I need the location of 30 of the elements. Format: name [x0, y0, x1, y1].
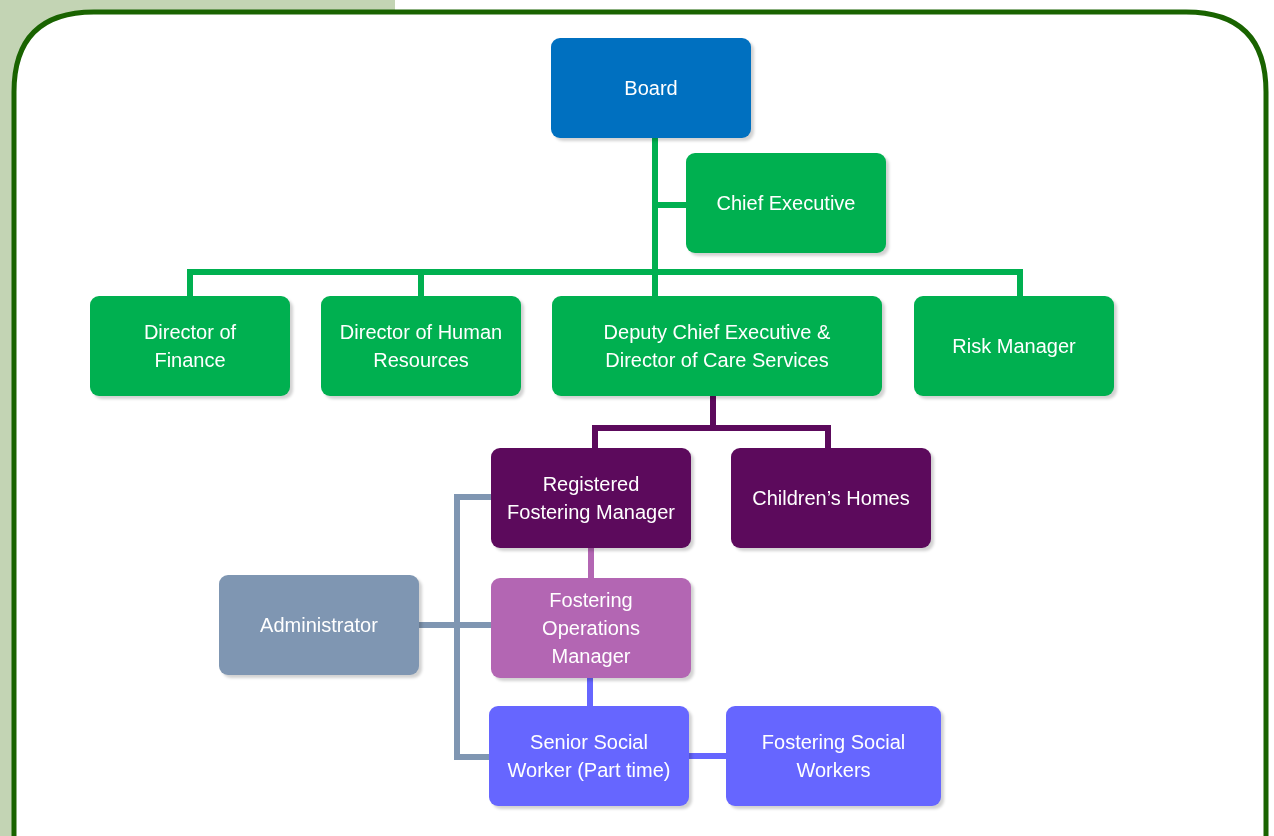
- org-box: [489, 706, 689, 806]
- role-label: Board: [624, 76, 678, 101]
- org-box: [914, 296, 1114, 396]
- org-box: [491, 448, 691, 548]
- connector-line: [587, 678, 593, 706]
- org-box: [686, 153, 886, 253]
- connector-line: [689, 753, 726, 759]
- org-box: [551, 38, 751, 138]
- org-box: [90, 296, 290, 396]
- org-box: [731, 448, 931, 548]
- role-label: Senior Social Worker (Part time): [506, 730, 672, 783]
- role-label: Registered Fostering Manager: [507, 472, 675, 525]
- role-label: Deputy Chief Executive & Director of Care Services: [602, 320, 832, 373]
- connector-line: [588, 548, 594, 578]
- connector-line: [419, 622, 489, 760]
- role-label: Director of Human Resources: [338, 320, 504, 373]
- role-label: Children’s Homes: [752, 486, 910, 511]
- role-label: Fostering Social Workers: [760, 730, 907, 783]
- org-box: [219, 575, 419, 675]
- org-box: [491, 578, 691, 678]
- org-box: [552, 296, 882, 396]
- org-box: [726, 706, 941, 806]
- role-label: Fostering Operations Manager: [541, 588, 641, 669]
- role-label: Director of Finance: [142, 320, 238, 373]
- connector-line: [652, 138, 1023, 296]
- role-label: Risk Manager: [952, 334, 1076, 359]
- role-label: Administrator: [260, 613, 378, 638]
- connector-line: [710, 396, 831, 448]
- role-label: Chief Executive: [716, 191, 856, 216]
- org-box: [321, 296, 521, 396]
